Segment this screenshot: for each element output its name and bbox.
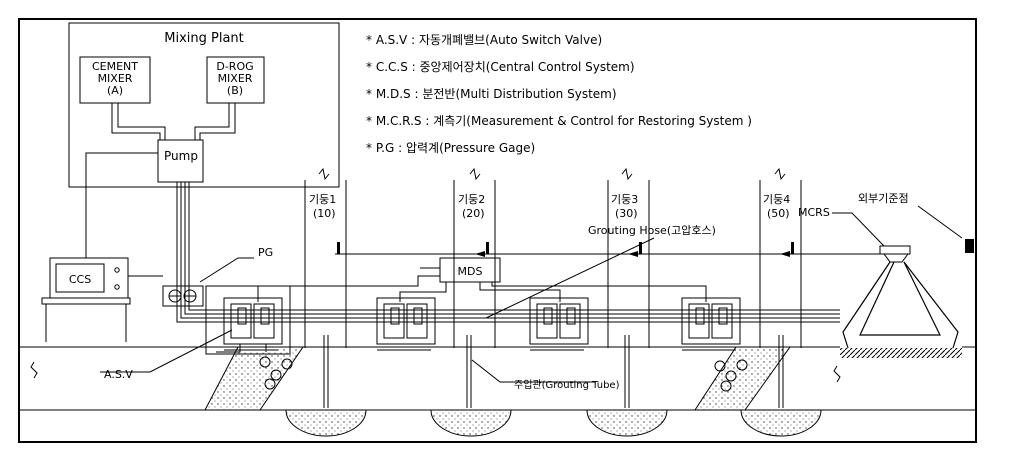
pump-signal-line bbox=[85, 152, 158, 258]
drill-zone-4 bbox=[694, 346, 791, 411]
grouting-tube-label: 주입관(Grouting Tube) bbox=[514, 378, 620, 391]
asv-unit-3 bbox=[529, 297, 589, 351]
mcrs-instrument bbox=[879, 245, 911, 263]
drog-mixer-label-2: MIXER bbox=[218, 72, 253, 85]
grouting-tube-leader bbox=[471, 359, 596, 383]
mds-cables bbox=[257, 267, 707, 302]
cement-mixer-box bbox=[79, 56, 151, 104]
pg-leader bbox=[199, 257, 254, 283]
cement-mixer-label-2: MIXER bbox=[98, 72, 133, 85]
mcrs-tripod bbox=[842, 261, 959, 349]
asv-unit-2 bbox=[376, 297, 436, 351]
external-reference-label: 외부기준점 bbox=[858, 192, 909, 205]
ccs-screen bbox=[55, 263, 105, 293]
mcrs-label: MCRS bbox=[798, 206, 830, 219]
pg-gauges bbox=[168, 289, 197, 303]
asv-label: A.S.V bbox=[104, 368, 133, 381]
column-2-number: (20) bbox=[462, 207, 485, 220]
pump-down-pipes bbox=[176, 182, 190, 286]
ccs-knob-bottom bbox=[114, 284, 120, 290]
level-targets bbox=[337, 242, 794, 254]
column-4-name: 기둥4 bbox=[763, 193, 790, 206]
grouting-tubes bbox=[323, 335, 784, 408]
grout-bulbs bbox=[285, 409, 822, 437]
column-4-number: (50) bbox=[767, 207, 790, 220]
external-reference-target bbox=[965, 239, 974, 253]
outer-frame bbox=[18, 18, 977, 443]
drog-mixer-label-1: D-ROG bbox=[216, 60, 253, 73]
pg-label: PG bbox=[258, 246, 273, 259]
legend-pg: * P.G : 압력계(Pressure Gage) bbox=[366, 141, 535, 155]
drog-mixer-label-3: (B) bbox=[227, 84, 243, 97]
ccs-knob-top bbox=[114, 267, 120, 273]
column-1-name: 기둥1 bbox=[309, 193, 336, 206]
external-reference-leader bbox=[917, 205, 963, 239]
grouting-hose bbox=[176, 286, 840, 323]
asv-unit-1 bbox=[216, 297, 283, 353]
ground-slab bbox=[20, 346, 975, 411]
slab-break-right bbox=[833, 365, 841, 383]
grouting-hose-leader bbox=[485, 237, 655, 319]
mixer-pump-pipes bbox=[111, 103, 236, 140]
asv-unit-4 bbox=[681, 297, 741, 351]
legend-mds: * M.D.S : 분전반(Multi Distribution System) bbox=[366, 87, 617, 101]
mcrs-leader bbox=[832, 212, 885, 247]
pump-label: Pump bbox=[164, 149, 198, 163]
legend-ccs: * C.C.S : 중앙제어장치(Central Control System) bbox=[366, 60, 635, 74]
pg-box bbox=[162, 285, 204, 307]
cement-mixer-label-1: CEMENT bbox=[92, 60, 138, 73]
column-1-number: (10) bbox=[313, 207, 336, 220]
ccs-label: CCS bbox=[69, 273, 91, 286]
asv-leader bbox=[100, 329, 233, 373]
level-arrows bbox=[475, 251, 790, 257]
mixing-plant-title: Mixing Plant bbox=[164, 31, 244, 46]
cement-mixer-label-3: (A) bbox=[107, 84, 123, 97]
column-3-name: 기둥3 bbox=[611, 193, 638, 206]
drill-zone-1 bbox=[204, 346, 304, 411]
legend-mcrs: * M.C.R.S : 계측기(Measurement & Control fo… bbox=[366, 114, 752, 128]
ccs-desk bbox=[41, 297, 131, 342]
mds-box bbox=[439, 257, 501, 283]
grouting-hose-label: Grouting Hose(고압호스) bbox=[588, 224, 716, 237]
legend-asv: * A.S.V : 자동개폐밸브(Auto Switch Valve) bbox=[366, 33, 602, 47]
column-3-number: (30) bbox=[615, 207, 638, 220]
mixing-plant-box bbox=[68, 22, 340, 188]
mcrs-ground-hatch bbox=[840, 348, 962, 358]
mds-label: MDS bbox=[458, 265, 483, 278]
column-2-name: 기둥2 bbox=[458, 193, 485, 206]
column-lines bbox=[304, 180, 802, 348]
column-break-marks bbox=[318, 167, 786, 181]
slab-break-left bbox=[30, 361, 38, 379]
